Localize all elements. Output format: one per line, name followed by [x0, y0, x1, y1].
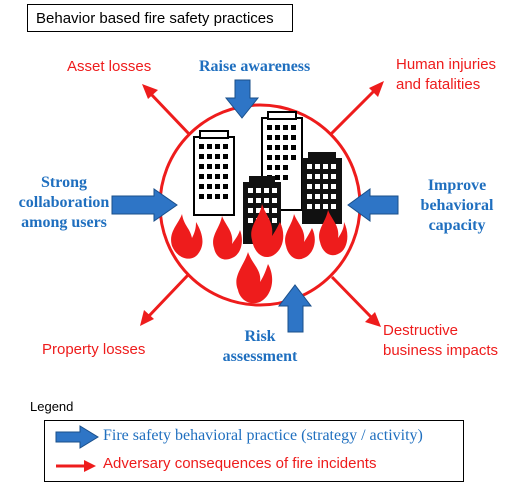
legend-blue-arrow-icon	[55, 425, 99, 449]
consequence-arrows	[140, 81, 384, 327]
arrow-business-impacts	[330, 275, 374, 320]
legend-practice-label: Fire safety behavioral practice (strateg…	[103, 427, 423, 444]
label-collaboration-line1: Strong	[41, 174, 87, 191]
label-asset-losses: Asset losses	[67, 58, 152, 75]
legend-title: Legend	[30, 399, 74, 414]
flame-center	[251, 204, 284, 258]
flame-bottom	[236, 252, 273, 304]
building-black-right	[302, 152, 342, 224]
label-business-impacts-line1: Destructive	[383, 322, 459, 339]
practice-arrows	[111, 79, 399, 333]
arrow-human-injuries	[328, 88, 377, 137]
building-white-left	[193, 130, 235, 216]
label-human-injuries-line1: Human injuries	[396, 56, 497, 73]
flame-left	[171, 214, 203, 259]
label-behavioral-capacity-line3: capacity	[428, 217, 486, 234]
label-raise-awareness: Raise awareness	[199, 58, 311, 75]
legend-box	[44, 420, 464, 482]
diagram-title: Behavior based fire safety practices	[27, 4, 293, 32]
arrow-collaboration	[111, 188, 178, 222]
label-collaboration-line3: among users	[21, 214, 107, 231]
label-collaboration-line2: collaboration	[18, 194, 110, 211]
building-white-right	[261, 111, 303, 211]
label-behavioral-capacity-line2: behavioral	[420, 197, 494, 214]
flames-illustration	[171, 204, 348, 304]
label-business-impacts-line2: business impacts	[383, 342, 499, 359]
label-human-injuries-line2: and fatalities	[396, 76, 481, 93]
label-risk-assessment-line1: Risk	[244, 328, 276, 345]
label-behavioral-capacity-line1: Improve	[427, 177, 487, 194]
label-property-losses: Property losses	[42, 341, 146, 358]
arrow-property-losses	[146, 273, 190, 319]
arrow-risk-assessment	[277, 284, 313, 333]
arrow-behavioral-capacity	[347, 188, 399, 222]
legend-consequence-label: Adversary consequences of fire incidents	[103, 455, 377, 472]
flame-mid-left	[213, 216, 242, 260]
arrow-asset-losses	[148, 91, 192, 137]
arrow-raise-awareness	[224, 79, 260, 119]
flame-mid-right	[285, 214, 315, 260]
legend-red-arrow-icon	[56, 460, 96, 472]
flame-right	[319, 210, 348, 256]
label-risk-assessment-line2: assessment	[222, 348, 298, 365]
